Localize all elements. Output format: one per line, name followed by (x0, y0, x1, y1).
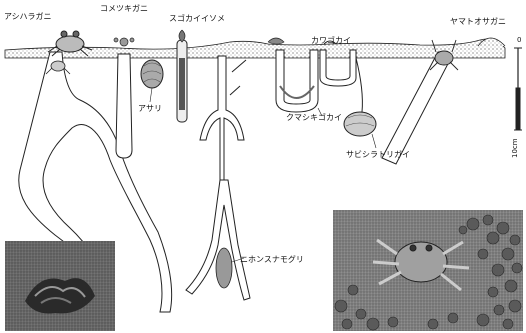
scale-label-bottom: 10cm (511, 138, 519, 158)
scale-bar (514, 48, 522, 130)
sand-pellet-mound-photo (5, 241, 115, 331)
crab-among-sand-balls-photo (333, 210, 523, 331)
label-nihonsunamoguri: ニホンスナモグリ (240, 255, 304, 264)
label-kumashikigokai: クマシキゴカイ (286, 113, 342, 122)
label-ashiharagani: アシハラガニ (4, 12, 51, 21)
yamatoosagani-burrow (382, 52, 452, 164)
crab-photo-art (333, 210, 523, 331)
label-kawagokai: カワゴカイ (311, 36, 351, 45)
sabishiratorigai-shell (344, 112, 376, 136)
kometsukigani-crab (114, 38, 134, 46)
kometsukigani-burrow (116, 54, 132, 158)
label-sabishiratorigai: サビシラトリガイ (346, 150, 410, 159)
label-asari: アサリ (138, 104, 162, 113)
label-kometsukigani: コメツキガニ (100, 4, 148, 13)
scale-label-top: 0 (517, 36, 521, 45)
nihonsunamoguri-shrimp (216, 248, 232, 288)
asari-clam (141, 60, 163, 88)
label-yamatoosagani: ヤマトオサガニ (450, 17, 506, 26)
mound-photo-art (5, 241, 115, 331)
label-sugokaiisome: スゴカイイソメ (169, 14, 225, 23)
kawagokai-burrow (276, 50, 318, 112)
